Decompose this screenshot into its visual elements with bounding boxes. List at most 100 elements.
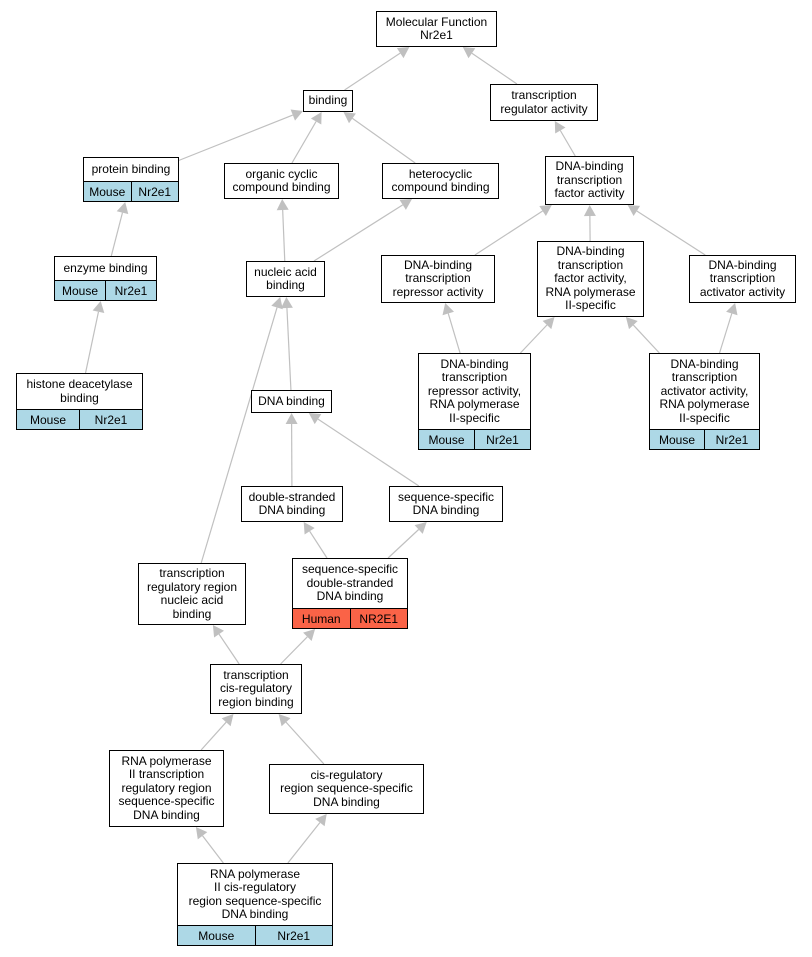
- gene-tag: Nr2e1: [105, 281, 156, 300]
- arrowhead-icon: [278, 714, 291, 727]
- edge-dtf-to-tra: [559, 130, 576, 157]
- edge-ss-to-dna: [317, 418, 420, 487]
- arrowhead-icon: [308, 413, 322, 425]
- term-label: cis-regulatory region sequence-specific …: [280, 767, 413, 809]
- edge-ssds-to-ss: [387, 529, 420, 559]
- gene-tag: NR2E1: [349, 609, 407, 628]
- arrowhead-icon: [271, 297, 283, 310]
- term-node-transcription-tcr[interactable]: transcription cis-regulatory region bind…: [210, 664, 302, 714]
- edge-tra-to-mf: [471, 52, 518, 85]
- term-node-double-stranded-ds[interactable]: double-stranded DNA binding: [241, 486, 343, 522]
- term-node-transcription-trr[interactable]: transcription regulatory region nucleic …: [138, 563, 246, 625]
- species-tag: Mouse: [17, 410, 79, 429]
- arrowhead-icon: [280, 297, 293, 309]
- edge-act-to-dtf: [636, 210, 706, 256]
- term-label: DNA binding: [258, 393, 325, 408]
- term-node-dna-binding-dna[interactable]: DNA binding: [251, 390, 332, 413]
- arrowhead-icon: [554, 121, 566, 134]
- term-label: transcription regulatory region nucleic …: [146, 566, 238, 621]
- term-node-rna-polymerase-rna2[interactable]: RNA polymerase II transcription regulato…: [109, 750, 224, 827]
- edge-cis-to-tcr: [285, 721, 325, 765]
- term-node-transcription-tra[interactable]: transcription regulator activity: [490, 84, 598, 121]
- arrowhead-icon: [310, 112, 322, 125]
- arrowhead-icon: [399, 199, 412, 210]
- term-node-heterocyclic-het[interactable]: heterocyclic compound binding: [382, 163, 499, 199]
- term-label: sequence-specific double-stranded DNA bi…: [301, 562, 399, 604]
- species-tag: Mouse: [650, 430, 704, 449]
- term-label: DNA-binding transcription factor activit…: [554, 159, 625, 201]
- edge-rep2-to-rep: [447, 313, 461, 354]
- arrowhead-icon: [583, 205, 596, 217]
- arrowhead-icon: [221, 714, 234, 727]
- edge-rna2-to-tcr: [200, 721, 227, 751]
- term-label: DNA-binding transcription activator acti…: [699, 257, 786, 299]
- term-label: Molecular Function Nr2e1: [385, 14, 488, 42]
- term-label: RNA polymerase II transcription regulato…: [118, 753, 215, 822]
- term-node-sequence-specific-ss[interactable]: sequence-specific DNA binding: [389, 486, 503, 522]
- term-label: histone deacetylase binding: [26, 377, 133, 405]
- species-tag: Mouse: [55, 281, 105, 300]
- arrowhead-icon: [303, 522, 315, 535]
- term-node-dna-binding-dtf[interactable]: DNA-binding transcription factor activit…: [545, 156, 634, 205]
- term-node-dna-binding-act2[interactable]: DNA-binding transcription activator acti…: [649, 353, 760, 450]
- term-label: heterocyclic compound binding: [391, 166, 490, 194]
- term-node-rna-polymerase-rnac[interactable]: RNA polymerase II cis-regulatory region …: [177, 863, 333, 946]
- term-label: double-stranded DNA binding: [248, 489, 336, 517]
- term-label: DNA-binding transcription activator acti…: [659, 356, 750, 425]
- edge-nab-to-het: [313, 204, 404, 262]
- arrowhead-icon: [315, 814, 327, 827]
- edge-rnac-to-rna2: [202, 835, 224, 864]
- term-node-sequence-specific-ssds[interactable]: sequence-specific double-stranded DNA bi…: [292, 558, 408, 629]
- edge-het-to-bind: [352, 117, 416, 164]
- term-node-molecular-function-mf[interactable]: Molecular Function Nr2e1: [376, 11, 497, 47]
- arrowhead-icon: [627, 205, 641, 216]
- arrowhead-icon: [625, 317, 638, 330]
- term-label: DNA-binding transcription factor activit…: [545, 244, 636, 313]
- term-node-dna-binding-tf2[interactable]: DNA-binding transcription factor activit…: [537, 241, 644, 317]
- term-node-nucleic-acid-nab[interactable]: nucleic acid binding: [246, 261, 325, 297]
- edge-rep2-to-tf2: [519, 324, 548, 354]
- arrowhead-icon: [414, 522, 427, 534]
- species-tag: Human: [293, 609, 350, 628]
- term-node-binding-bind[interactable]: binding: [303, 90, 353, 112]
- term-node-organic-cyclic-occ[interactable]: organic cyclic compound binding: [224, 163, 339, 199]
- gene-tag: Nr2e1: [474, 430, 530, 449]
- edge-eb-to-pb: [110, 212, 124, 257]
- arrowhead-icon: [116, 202, 129, 215]
- arrowhead-icon: [539, 205, 552, 216]
- term-label: transcription regulator activity: [500, 88, 588, 116]
- edge-hdb-to-eb: [84, 311, 100, 374]
- edge-ssds-to-ds: [309, 530, 328, 559]
- arrowhead-icon: [212, 625, 224, 638]
- gene-tag: Nr2e1: [254, 926, 332, 945]
- arrowhead-icon: [442, 303, 454, 316]
- species-tag: Mouse: [178, 926, 255, 945]
- term-node-cis-regulatory-cis[interactable]: cis-regulatory region sequence-specific …: [269, 764, 424, 814]
- edge-rep-to-dtf: [474, 210, 543, 256]
- term-label: organic cyclic compound binding: [232, 166, 331, 194]
- arrowhead-icon: [462, 47, 476, 59]
- term-node-dna-binding-rep[interactable]: DNA-binding transcription repressor acti…: [381, 255, 495, 303]
- arrowhead-icon: [290, 109, 303, 121]
- edge-occ-to-bind: [291, 121, 317, 164]
- edge-nab-to-occ: [282, 209, 286, 262]
- gene-tag: Nr2e1: [704, 430, 759, 449]
- edge-act2-to-tf2: [632, 324, 660, 354]
- term-label: RNA polymerase II cis-regulatory region …: [188, 866, 322, 921]
- term-node-dna-binding-act[interactable]: DNA-binding transcription activator acti…: [689, 255, 796, 303]
- term-label: sequence-specific DNA binding: [397, 489, 495, 517]
- term-node-dna-binding-rep2[interactable]: DNA-binding transcription repressor acti…: [418, 353, 531, 450]
- species-tag: Mouse: [419, 430, 474, 449]
